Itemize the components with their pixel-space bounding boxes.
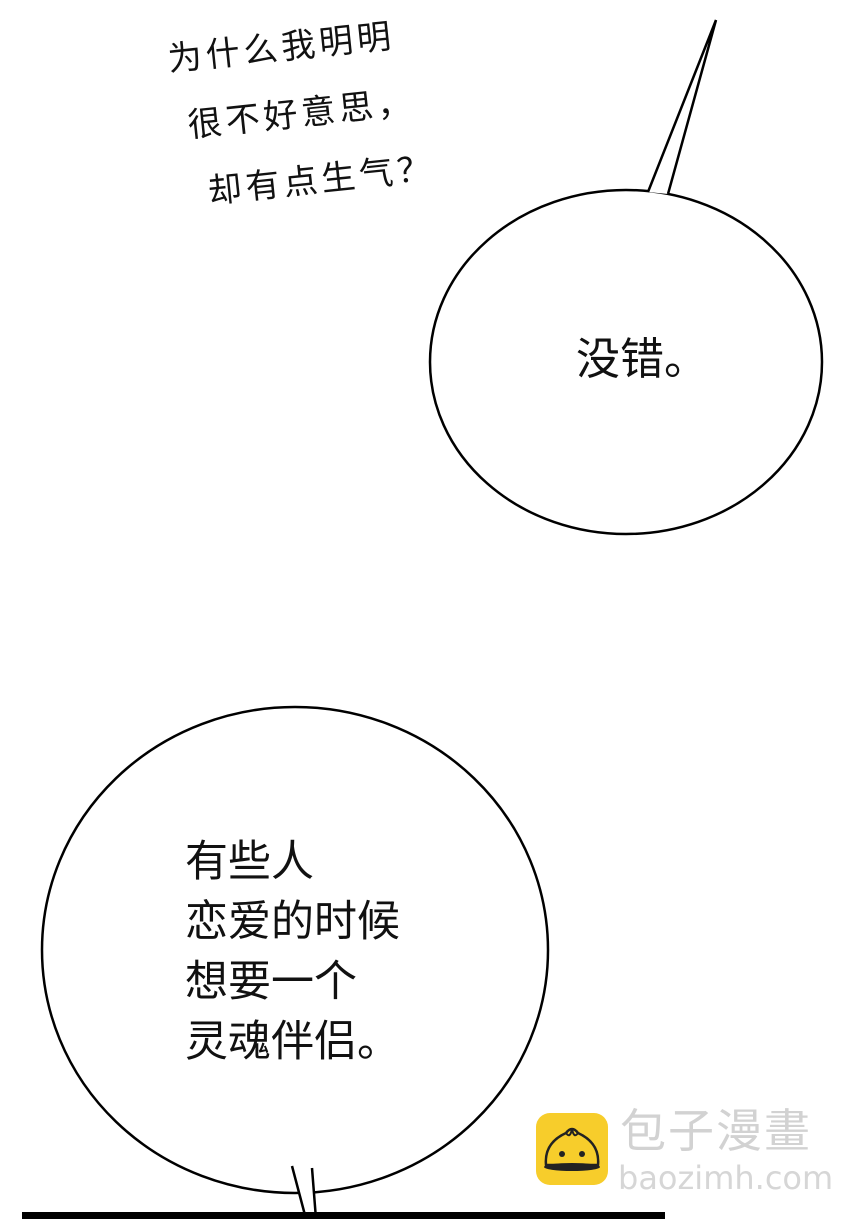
bubble-line: 有些人: [185, 837, 314, 887]
speech-bubble-bottom: [40, 705, 550, 1219]
bubble-line: 想要一个: [185, 957, 357, 1007]
speech-bubble-top: [428, 19, 824, 536]
bubble-top-text: 没错。: [576, 334, 708, 385]
bubble-line: 恋爱的时候: [185, 897, 400, 947]
steamed-bun-icon: [536, 1113, 608, 1185]
panel-border: [22, 1212, 665, 1219]
bubble-bottom-text: 有些人 恋爱的时候 想要一个 灵魂伴侣。: [185, 832, 400, 1072]
watermark-url: baozimh.com: [618, 1159, 834, 1197]
bubble-line: 灵魂伴侣。: [185, 1017, 400, 1067]
watermark-name: 包子漫畫: [620, 1104, 812, 1158]
